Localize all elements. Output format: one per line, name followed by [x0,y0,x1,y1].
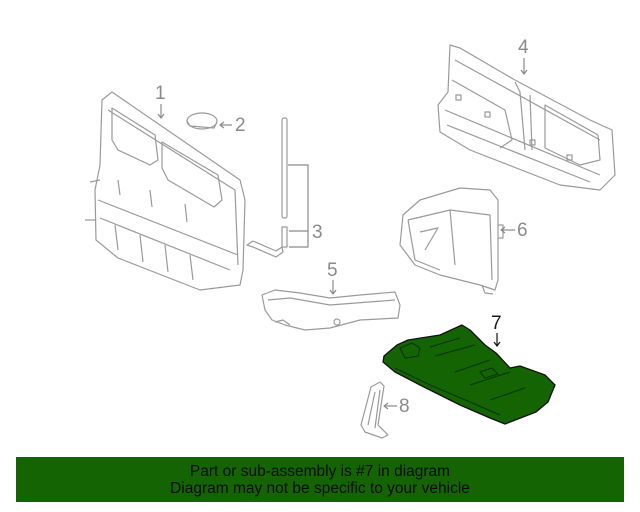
callout-6[interactable]: 6 [517,220,528,241]
part-5-support-bracket[interactable] [261,289,401,331]
callout-4[interactable]: 4 [518,37,529,58]
callout-1[interactable]: 1 [155,83,166,104]
part-7-splash-shield-highlighted[interactable] [382,324,556,425]
leader-lines [157,58,528,410]
banner-line-disclaimer: Diagram may not be specific to your vehi… [170,479,470,497]
part-6-air-duct[interactable] [399,187,504,295]
callout-3[interactable]: 3 [312,222,323,243]
callout-7[interactable]: 7 [491,313,502,334]
parts-diagram: 1 2 3 4 5 6 7 8 [85,37,616,439]
callout-8[interactable]: 8 [399,396,410,417]
part-4-upper-shroud[interactable] [437,44,616,191]
part-2-plug[interactable] [186,112,218,130]
part-info-banner: Part or sub-assembly is #7 in diagram Di… [16,457,624,502]
banner-line-part-number: Part or sub-assembly is #7 in diagram [189,462,451,480]
part-8-bracket[interactable] [360,381,389,439]
part-3-seal-strips[interactable] [246,117,288,258]
callout-5[interactable]: 5 [327,260,338,281]
callout-2[interactable]: 2 [235,115,246,136]
parts-diagram-illustration [85,44,616,439]
part-1-radiator-support[interactable] [85,91,246,291]
